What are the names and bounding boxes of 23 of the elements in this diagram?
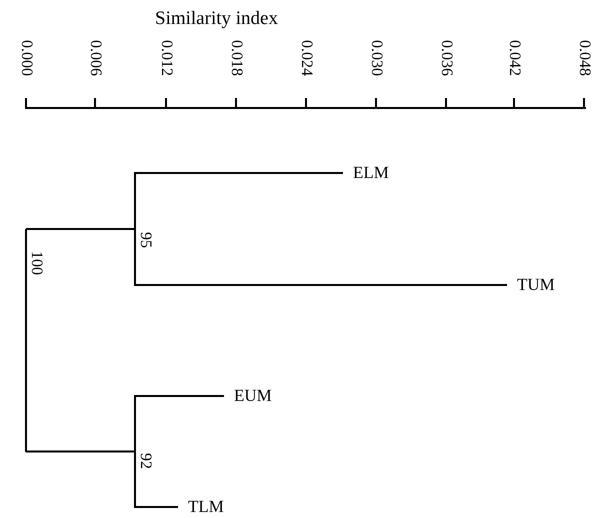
tree-branch [135,395,224,397]
taxon-label: TLM [188,497,224,517]
bootstrap-value: 92 [137,453,153,469]
bootstrap-value: 95 [137,232,153,248]
tree-branch [135,172,343,174]
axis-title: Similarity index [155,8,278,30]
tick-label: 0.042 [506,40,522,76]
tick-label: 0.030 [368,40,384,76]
tree-branch [135,506,178,508]
tick-label: 0.036 [438,40,454,76]
tick-label: 0.024 [298,40,314,76]
tick-label: 0.048 [576,40,592,76]
taxon-label: ELM [353,163,389,183]
tree-branch [135,284,507,286]
tick-label: 0.018 [228,40,244,76]
taxon-label: TUM [517,275,555,295]
bootstrap-value: 100 [28,251,44,275]
tick-label: 0.012 [158,40,174,76]
tick-label: 0.006 [87,40,103,76]
taxon-label: EUM [234,386,272,406]
tree-branch [26,450,135,452]
tick-label: 0.000 [18,40,34,76]
tree-branch [26,228,135,230]
